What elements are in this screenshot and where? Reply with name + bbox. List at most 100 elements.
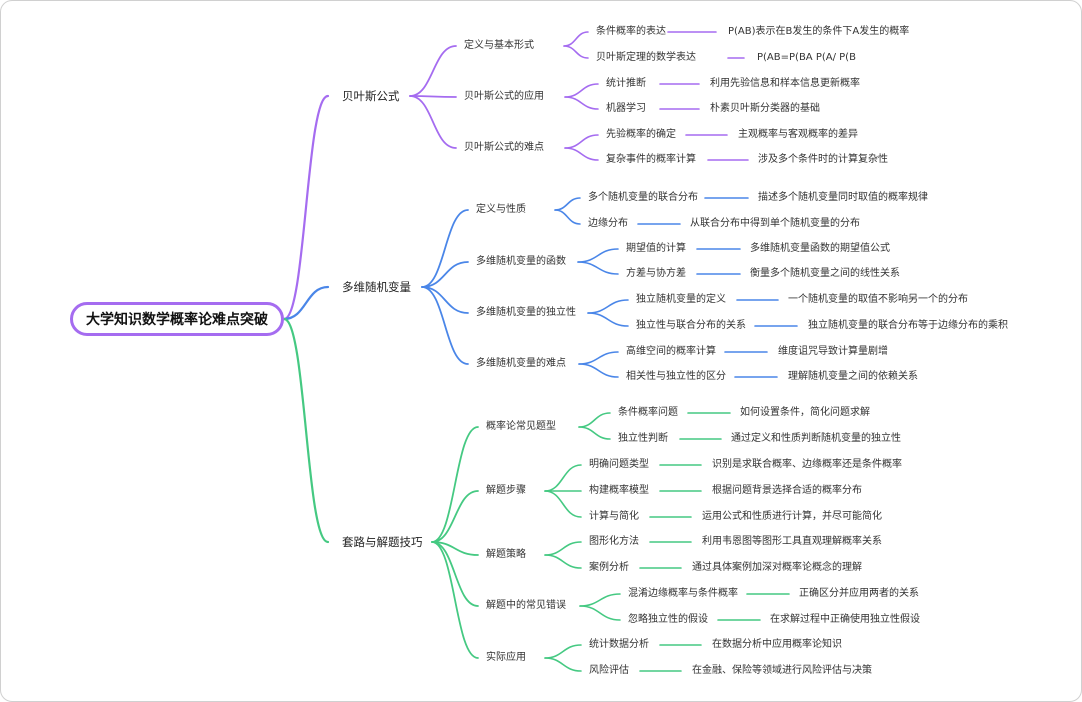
detail-leaf: 描述多个随机变量同时取值的概率规律 <box>758 192 928 203</box>
subtopic-node[interactable]: 解题中的常见错误 <box>486 600 566 611</box>
subtopic-node[interactable]: 实际应用 <box>486 652 526 663</box>
connector-line <box>431 490 479 543</box>
connector-line <box>578 351 619 365</box>
topic-node[interactable]: 方差与协方差 <box>626 268 686 279</box>
topic-node[interactable]: 独立随机变量的定义 <box>636 294 726 305</box>
connector-line <box>544 490 582 518</box>
subtopic-node[interactable]: 解题策略 <box>486 549 526 560</box>
topic-node[interactable]: 风险评估 <box>589 665 629 676</box>
detail-leaf: 正确区分并应用两者的关系 <box>799 588 919 599</box>
connector-line <box>578 363 619 378</box>
detail-leaf: 理解随机变量之间的依赖关系 <box>788 371 918 382</box>
topic-node[interactable]: 混淆边缘概率与条件概率 <box>628 588 738 599</box>
connector-line <box>579 605 621 621</box>
topic-node[interactable]: 复杂事件的概率计算 <box>606 154 696 165</box>
connector-line <box>563 45 589 59</box>
connector-line <box>409 95 457 149</box>
topic-node[interactable]: 明确问题类型 <box>589 459 649 470</box>
detail-leaf: 利用先验信息和样本信息更新概率 <box>710 78 860 89</box>
topic-node[interactable]: 条件概率的表达 <box>596 26 666 37</box>
subtopic-node[interactable]: 定义与基本形式 <box>464 40 534 51</box>
branch-node[interactable]: 贝叶斯公式 <box>342 89 400 103</box>
topic-node[interactable]: 图形化方法 <box>589 536 639 547</box>
connector-line <box>544 541 582 556</box>
root-node[interactable]: 大学知识数学概率论难点突破 <box>70 302 284 336</box>
subtopic-node[interactable]: 贝叶斯公式的应用 <box>464 91 544 102</box>
detail-leaf: 朴素贝叶斯分类器的基础 <box>710 103 820 114</box>
detail-leaf: 在求解过程中正确使用独立性假设 <box>770 614 920 625</box>
connector-line <box>564 147 599 161</box>
connector-line <box>577 261 619 275</box>
detail-leaf: 维度诅咒导致计算量剧增 <box>778 346 888 357</box>
connector-line <box>544 644 582 659</box>
connector-line <box>577 248 619 263</box>
detail-leaf: 在数据分析中应用概率论知识 <box>712 639 842 650</box>
connector-line <box>431 541 479 607</box>
detail-leaf: 利用韦恩图等图形工具直观理解概率关系 <box>702 536 882 547</box>
detail-leaf: 一个随机变量的取值不影响另一个的分布 <box>788 294 968 305</box>
topic-node[interactable]: 贝叶斯定理的数学表达 <box>596 52 696 63</box>
connector-line <box>554 209 581 225</box>
topic-node[interactable]: 相关性与独立性的区分 <box>626 371 726 382</box>
connector-line <box>282 94 330 321</box>
connector-line <box>421 286 469 365</box>
topic-node[interactable]: 统计数据分析 <box>589 639 649 650</box>
connector-line <box>563 31 589 47</box>
detail-leaf: 根据问题背景选择合适的概率分布 <box>712 485 862 496</box>
detail-leaf: 独立随机变量的联合分布等于边缘分布的乘积 <box>808 320 1008 331</box>
branch-node[interactable]: 多维随机变量 <box>342 280 411 294</box>
connector-line <box>421 261 469 288</box>
detail-leaf: P(AB)表示在B发生的条件下A发生的概率 <box>728 26 910 37</box>
subtopic-node[interactable]: 解题步骤 <box>486 485 526 496</box>
connector-line <box>578 426 611 440</box>
connector-line <box>579 593 621 607</box>
branch-node[interactable]: 套路与解题技巧 <box>342 535 423 549</box>
connector-line <box>282 285 330 321</box>
connector-line <box>587 312 629 327</box>
topic-node[interactable]: 高维空间的概率计算 <box>626 346 716 357</box>
detail-leaf: P(AB=P(BA P(A/ P(B <box>757 52 856 63</box>
subtopic-node[interactable]: 定义与性质 <box>476 204 526 215</box>
detail-leaf: 识别是求联合概率、边缘概率还是条件概率 <box>712 459 902 470</box>
topic-node[interactable]: 边缘分布 <box>588 218 628 229</box>
topic-node[interactable]: 统计推断 <box>606 78 646 89</box>
detail-leaf: 通过具体案例加深对概率论概念的理解 <box>692 562 862 573</box>
connector-line <box>544 657 582 672</box>
topic-node[interactable]: 期望值的计算 <box>626 243 686 254</box>
detail-leaf: 多维随机变量函数的期望值公式 <box>750 243 890 254</box>
detail-leaf: 在金融、保险等领域进行风险评估与决策 <box>692 665 872 676</box>
connector-line <box>587 299 629 314</box>
topic-node[interactable]: 先验概率的确定 <box>606 129 676 140</box>
detail-leaf: 通过定义和性质判断随机变量的独立性 <box>731 433 901 444</box>
connector-line <box>554 197 581 211</box>
topic-node[interactable]: 机器学习 <box>606 103 646 114</box>
subtopic-node[interactable]: 概率论常见题型 <box>486 421 556 432</box>
topic-node[interactable]: 条件概率问题 <box>618 407 678 418</box>
connector-line <box>409 45 457 97</box>
topic-node[interactable]: 构建概率模型 <box>589 485 649 496</box>
subtopic-node[interactable]: 多维随机变量的难点 <box>476 358 566 369</box>
subtopic-node[interactable]: 贝叶斯公式的难点 <box>464 142 544 153</box>
detail-leaf: 主观概率与客观概率的差异 <box>738 129 858 140</box>
topic-node[interactable]: 独立性判断 <box>618 433 668 444</box>
topic-node[interactable]: 独立性与联合分布的关系 <box>636 320 746 331</box>
topic-node[interactable]: 计算与简化 <box>589 511 639 522</box>
connector-line <box>564 96 599 110</box>
detail-leaf: 运用公式和性质进行计算，并尽可能简化 <box>702 511 882 522</box>
connector-line <box>544 554 582 569</box>
detail-leaf: 如何设置条件，简化问题求解 <box>740 407 870 418</box>
topic-node[interactable]: 多个随机变量的联合分布 <box>588 192 698 203</box>
subtopic-node[interactable]: 多维随机变量的函数 <box>476 256 566 267</box>
connector-line <box>431 426 479 543</box>
connector-line <box>564 134 599 149</box>
connector-line <box>431 541 479 659</box>
connector-line <box>564 83 599 98</box>
connector-line <box>421 209 469 288</box>
topic-node[interactable]: 案例分析 <box>589 562 629 573</box>
subtopic-node[interactable]: 多维随机变量的独立性 <box>476 307 576 318</box>
connector-line <box>282 317 330 544</box>
detail-leaf: 衡量多个随机变量之间的线性关系 <box>750 268 900 279</box>
topic-node[interactable]: 忽略独立性的假设 <box>628 614 708 625</box>
